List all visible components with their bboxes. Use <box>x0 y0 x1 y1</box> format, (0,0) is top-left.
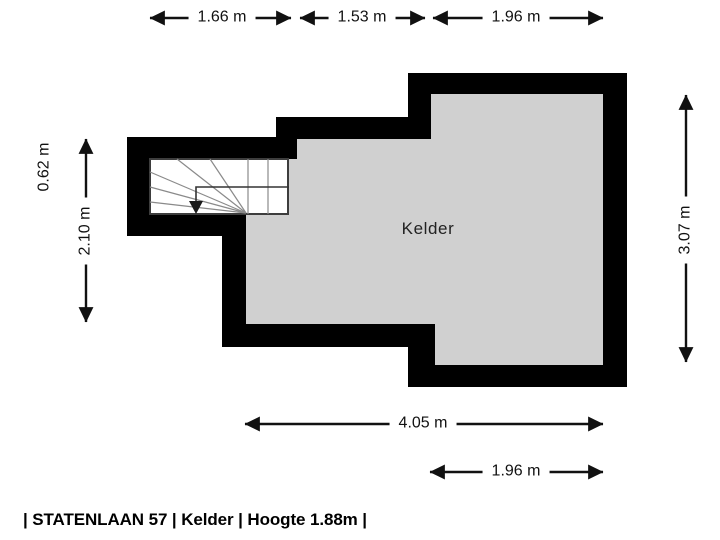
room-name-label: Kelder <box>401 219 455 238</box>
staircase <box>149 158 289 215</box>
dim-label-left-upper: 0.62 m <box>33 133 57 201</box>
walls <box>127 73 627 387</box>
dim-label-right: 3.07 m <box>674 196 698 264</box>
footer-caption: | STATENLAAN 57 | Kelder | Hoogte 1.88m … <box>23 510 367 529</box>
wall-left-column <box>222 213 246 347</box>
wall-right <box>603 73 627 387</box>
dim-label-bottom-right: 1.96 m <box>482 460 550 484</box>
stairs-down-arrow-icon <box>189 201 203 214</box>
wall-leftwing-bottom <box>127 213 223 236</box>
wall-right-top <box>408 73 627 94</box>
dim-label-left-lower: 2.10 m <box>74 197 98 265</box>
wall-right-bottom <box>408 365 627 387</box>
wall-middle-top <box>276 117 410 139</box>
wall-stair-top <box>127 137 297 159</box>
wall-top-step <box>408 73 431 139</box>
dim-label-top-2: 1.53 m <box>328 6 396 30</box>
wall-left <box>127 137 150 236</box>
stairs-direction-line <box>195 186 289 202</box>
dim-label-top-3: 1.96 m <box>482 6 550 30</box>
room-floor <box>246 93 603 365</box>
dim-label-bottom-main: 4.05 m <box>389 412 457 436</box>
dim-label-top-1: 1.66 m <box>188 6 256 30</box>
wall-middle-bottom <box>222 324 435 347</box>
